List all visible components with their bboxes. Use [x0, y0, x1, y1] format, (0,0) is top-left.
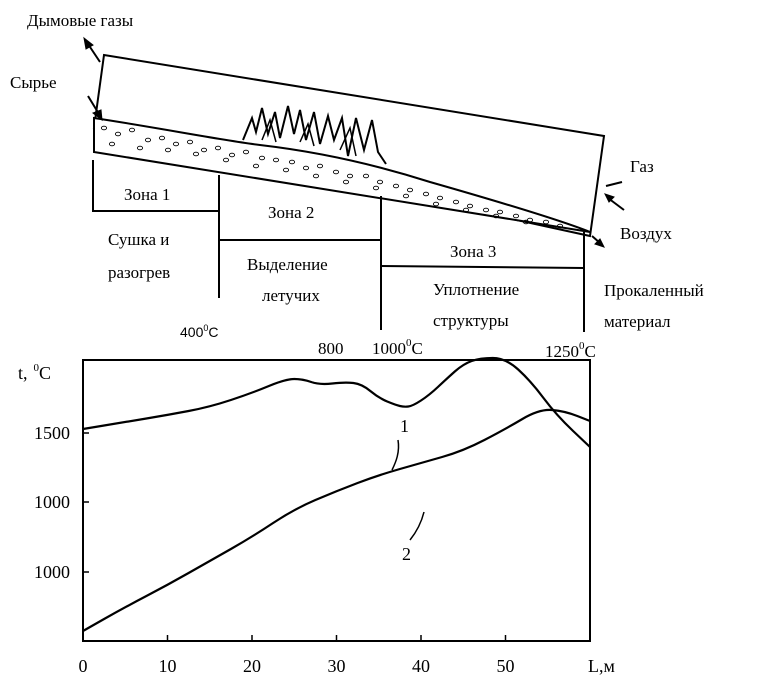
flame	[242, 105, 387, 165]
bed-pebble	[372, 185, 380, 191]
bed-pebble	[342, 179, 350, 185]
bed-pebble	[158, 135, 166, 141]
raw-material-label: Сырье	[10, 73, 57, 92]
bed-pebble	[362, 173, 370, 179]
series-label-2: 2	[402, 544, 411, 564]
zone-1-title: Зона 1	[124, 185, 170, 204]
bed-pebble	[302, 165, 310, 171]
bed-pebble	[406, 187, 414, 193]
bed-pebble	[136, 145, 144, 151]
zone-3-title: Зона 3	[450, 242, 496, 261]
bed-pebble	[228, 152, 236, 158]
bed-pebble	[422, 191, 430, 197]
bed-pebble	[282, 167, 290, 173]
bed-pebble	[164, 147, 172, 153]
x-tick-label: 40	[412, 656, 430, 676]
bed-pebble	[522, 219, 530, 225]
series-label-1: 1	[400, 416, 409, 436]
bed-pebble	[402, 193, 410, 199]
zone-3-desc-line-1: Уплотнение	[433, 280, 519, 299]
material-bed	[93, 116, 591, 233]
bed-pebble	[312, 173, 320, 179]
bed-pebble	[496, 209, 504, 215]
bed-pebble	[252, 163, 260, 169]
kiln-drum	[92, 53, 606, 238]
air-label: Воздух	[620, 224, 672, 243]
bed-pebble	[172, 141, 180, 147]
temperature-chart: t,0C L,м 0 10 20 30 40 50 1500 1000 1000 1 2	[18, 356, 615, 676]
bed-pebble	[432, 201, 440, 207]
flame-inner	[261, 117, 357, 157]
bed-pebble	[192, 151, 200, 157]
product-arrowhead	[594, 238, 605, 248]
temp-mark-400: 4000C	[180, 323, 219, 340]
bed-pebble	[462, 207, 470, 213]
bed-pebble	[186, 139, 194, 145]
flue-gas-arrowhead	[83, 36, 94, 50]
bed-pebble	[452, 199, 460, 205]
x-tick-label: 30	[328, 656, 346, 676]
gas-arrow	[605, 181, 623, 187]
calcined-material-line-1: Прокаленный	[604, 281, 704, 300]
calcined-material-line-2: материал	[604, 312, 671, 331]
bed-pebble	[542, 219, 550, 225]
bed-pebble	[482, 207, 490, 213]
x-tick-label: 10	[159, 656, 177, 676]
y-tick-label: 1000	[34, 562, 70, 582]
bed-pebble	[466, 203, 474, 209]
bed-pebble	[272, 157, 280, 163]
series-line-1	[82, 356, 591, 448]
bed-pebble	[332, 169, 340, 175]
temp-mark-1000: 10000C	[372, 337, 423, 358]
bed-pebble	[492, 213, 500, 219]
kiln-schematic	[83, 36, 625, 332]
series-line-2	[82, 408, 591, 632]
y-tick-label: 1000	[34, 492, 70, 512]
bed-pebble	[556, 223, 564, 229]
bed-pebble	[108, 141, 116, 147]
zone-2-desc-line-2: летучих	[262, 286, 320, 305]
flue-gases-label: Дымовые газы	[27, 11, 134, 30]
bed-pebble	[376, 179, 384, 185]
zone-2-title: Зона 2	[268, 203, 314, 222]
bed-pebble	[512, 213, 520, 219]
plot-frame	[82, 359, 591, 642]
bed-pebble	[346, 173, 354, 179]
bed-pebble	[128, 127, 136, 133]
temp-mark-1250: 12500C	[545, 340, 596, 361]
zone-3-desc-line-2: структуры	[433, 311, 509, 330]
bed-pebble	[392, 183, 400, 189]
zone-1-desc-line-2: разогрев	[108, 263, 170, 282]
y-axis-label: t,0C	[18, 362, 51, 383]
bed-pebble	[436, 195, 444, 201]
x-axis-label: L,м	[588, 656, 615, 676]
raw-material-arrowhead	[91, 109, 103, 122]
bed-pebble	[222, 157, 230, 163]
bed-pebble	[100, 125, 108, 131]
zone-3-underline	[380, 265, 585, 269]
series-label-leaders	[391, 439, 425, 541]
material-bed-texture	[100, 125, 564, 229]
bed-pebble	[242, 149, 250, 155]
bed-pebble	[144, 137, 152, 143]
x-tick-label: 20	[243, 656, 261, 676]
zone-1-desc-line-1: Сушка и	[108, 230, 169, 249]
x-tick-label: 0	[79, 656, 88, 676]
x-tick-label: 50	[497, 656, 515, 676]
gas-label: Газ	[630, 157, 654, 176]
zone-2-desc-line-1: Выделение	[247, 255, 328, 274]
bed-pebble	[258, 155, 266, 161]
bed-pebble	[288, 159, 296, 165]
air-arrowhead	[604, 193, 615, 203]
bed-pebble	[200, 147, 208, 153]
bed-pebble	[214, 145, 222, 151]
bed-pebble	[316, 163, 324, 169]
temp-mark-800: 800	[318, 339, 344, 358]
bed-pebble	[114, 131, 122, 137]
y-tick-label: 1500	[34, 423, 70, 443]
